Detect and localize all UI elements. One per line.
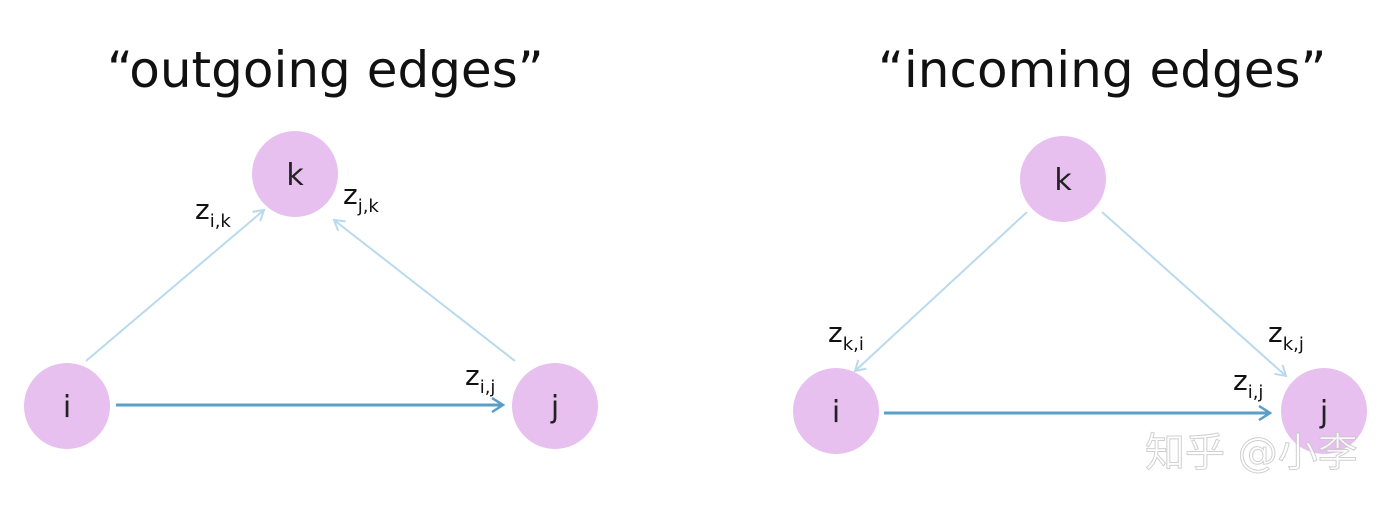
node-i-label: i: [832, 395, 840, 430]
node-j-label: j: [550, 390, 559, 425]
edge-i-k: [85, 208, 266, 362]
node-k: [1020, 136, 1106, 222]
watermark: 知乎 @小李: [1145, 430, 1358, 476]
node-j: [1281, 368, 1367, 454]
edge-label-i-j: zi,j: [465, 359, 495, 398]
edge-j-k: [332, 218, 516, 362]
edge-label-k-j: zk,j: [1268, 316, 1304, 355]
incoming-panel: k i j zk,i zk,j zi,j: [793, 136, 1367, 454]
node-k: [252, 131, 338, 217]
incoming-edges-title: “incoming edges”: [878, 41, 1327, 99]
node-i: [793, 368, 879, 454]
node-i: [24, 363, 110, 449]
edge-k-j: [1101, 211, 1288, 378]
edge-label-k-i: zk,i: [828, 316, 864, 355]
node-j-label: j: [1319, 395, 1328, 430]
edge-k-i: [853, 211, 1028, 373]
edge-label-i-k: zi,k: [195, 193, 231, 232]
node-i-label: i: [63, 390, 71, 425]
outgoing-edges-title: “outgoing edges”: [107, 41, 544, 99]
node-k-label: k: [1054, 163, 1072, 198]
edge-label-j-k: zj,k: [343, 178, 379, 217]
edge-label-i-j: zi,j: [1233, 364, 1263, 403]
node-k-label: k: [286, 158, 304, 193]
node-j: [512, 363, 598, 449]
outgoing-panel: k i j zi,k zj,k zi,j: [24, 131, 598, 449]
